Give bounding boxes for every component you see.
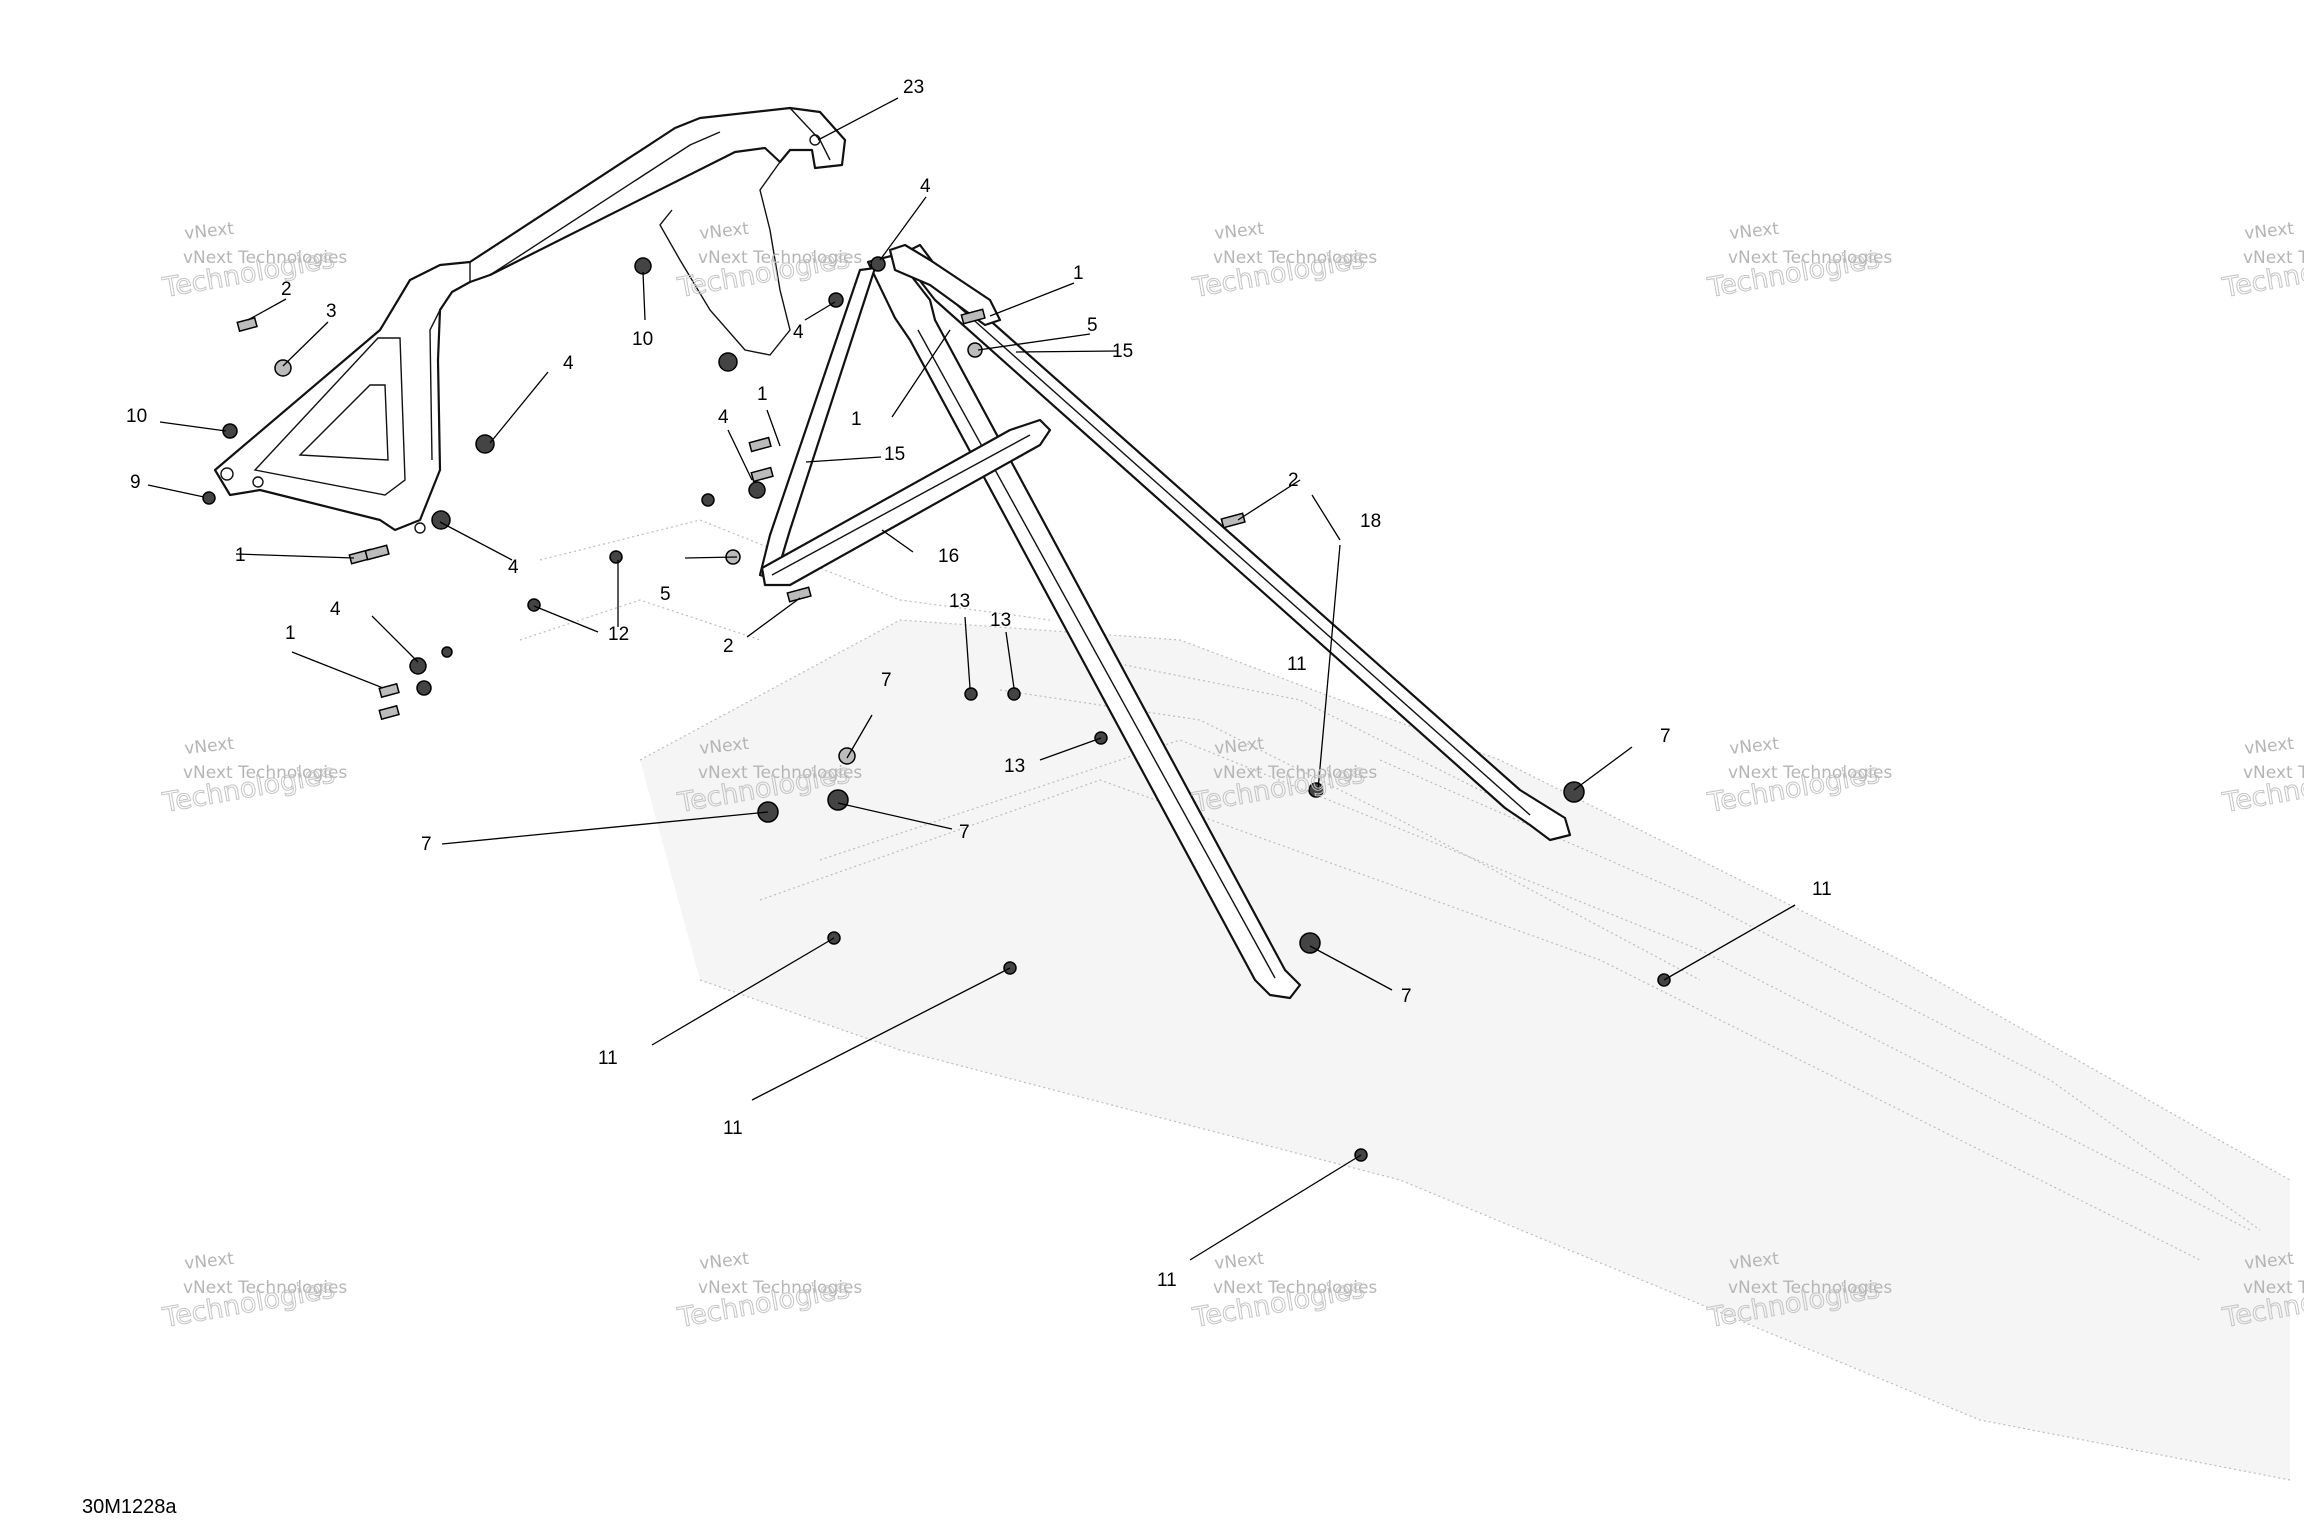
callout-labels: 23 4 1 5 15 2 3 10 9 4 10 4 1 4 1 15 1 4… [126,77,1832,1291]
watermark-tile: vNext vNext Technologies Technologies [1704,734,1892,820]
svg-text:vNext: vNext [1728,734,1780,759]
front-rops-tubes [758,243,1572,1000]
watermark-tile: vNext vNext Technologies Technologies [159,734,347,820]
callout-1: 1 [235,545,246,566]
callout-1: 1 [285,623,296,644]
watermark-tile: vNext vNext Technologies Technologies [159,219,347,305]
svg-text:vNext Technologies: vNext Technologies [1213,763,1377,783]
callout-11: 11 [1287,654,1307,675]
callout-10: 10 [126,406,147,427]
callout-18: 18 [1360,511,1381,532]
callout-13: 13 [990,610,1011,631]
svg-text:vNext Technologies: vNext Technologies [183,248,347,268]
callout-13: 13 [949,591,970,612]
callout-4: 4 [793,322,804,343]
callout-12: 12 [608,624,629,645]
svg-text:vNext: vNext [2243,219,2295,244]
callout-5: 5 [660,584,671,605]
svg-text:vNext Technologies: vNext Technologies [2243,763,2304,783]
watermark-tile: vNext vNext Technologies Technologies [1704,219,1892,305]
svg-text:vNext Technologies: vNext Technologies [2243,248,2304,268]
callout-11: 11 [1812,879,1832,900]
watermark-tile: vNext vNext Technologies Technologies [674,219,862,305]
callout-4: 4 [920,176,931,197]
watermark-tile: vNext vNext Technologies Technologies [2219,734,2304,820]
callout-9: 9 [130,472,141,493]
callout-5: 5 [1087,315,1098,336]
callout-13: 13 [1004,756,1025,777]
svg-text:vNext: vNext [698,219,750,244]
callout-4: 4 [718,407,729,428]
svg-text:vNext: vNext [1728,219,1780,244]
watermark-tile: vNext vNext Technologies Technologies [674,1249,862,1335]
callout-4: 4 [563,353,574,374]
svg-text:vNext Technologies: vNext Technologies [1213,1278,1377,1298]
callout-2: 2 [281,279,292,300]
callout-7: 7 [421,834,432,855]
svg-text:vNext: vNext [1213,219,1265,244]
svg-text:vNext Technologies: vNext Technologies [1213,248,1377,268]
svg-text:vNext Technologies: vNext Technologies [698,763,862,783]
callout-15: 15 [1112,341,1133,362]
svg-text:vNext Technologies: vNext Technologies [698,1278,862,1298]
svg-text:vNext Technologies: vNext Technologies [183,763,347,783]
svg-text:vNext Technologies: vNext Technologies [698,248,862,268]
callout-7: 7 [959,822,970,843]
callout-3: 3 [326,301,337,322]
callout-7: 7 [881,670,892,691]
callout-7: 7 [1660,726,1671,747]
svg-text:vNext Technologies: vNext Technologies [183,1278,347,1298]
watermark-tile: vNext vNext Technologies Technologies [1189,1249,1377,1335]
callout-10: 10 [632,329,653,350]
watermark-tile: vNext vNext Technologies Technologies [159,1249,347,1335]
callout-2: 2 [1288,470,1299,491]
callout-7: 7 [1401,986,1412,1007]
ghost-chassis [519,519,2291,1481]
callout-11: 11 [1157,1270,1177,1291]
callout-4: 4 [508,557,519,578]
callout-1: 1 [851,409,862,430]
figure-code: 30M1228a [82,1496,177,1518]
svg-text:vNext: vNext [1213,1249,1265,1274]
callout-11: 11 [598,1048,618,1069]
callout-1: 1 [1073,263,1084,284]
svg-text:vNext: vNext [2243,734,2295,759]
callout-15: 15 [884,444,905,465]
svg-text:vNext: vNext [183,219,235,244]
callout-2: 2 [723,636,734,657]
callout-4: 4 [330,599,341,620]
watermark-tile: vNext vNext Technologies Technologies [2219,219,2304,305]
callout-16: 16 [938,546,959,567]
svg-text:vNext: vNext [183,1249,235,1274]
leader-lines [147,97,1796,1261]
svg-text:vNext: vNext [183,734,235,759]
callout-1: 1 [757,384,768,405]
svg-text:vNext: vNext [698,1249,750,1274]
svg-text:vNext Technologies: vNext Technologies [1728,248,1892,268]
watermark-tile: vNext vNext Technologies Technologies [1189,219,1377,305]
rear-rops-frame [213,106,847,534]
svg-text:vNext Technologies: vNext Technologies [1728,1278,1892,1298]
svg-text:vNext Technologies: vNext Technologies [1728,763,1892,783]
svg-text:vNext Technologies: vNext Technologies [2243,1278,2304,1298]
callout-11: 11 [723,1118,743,1139]
callout-23: 23 [903,77,924,98]
